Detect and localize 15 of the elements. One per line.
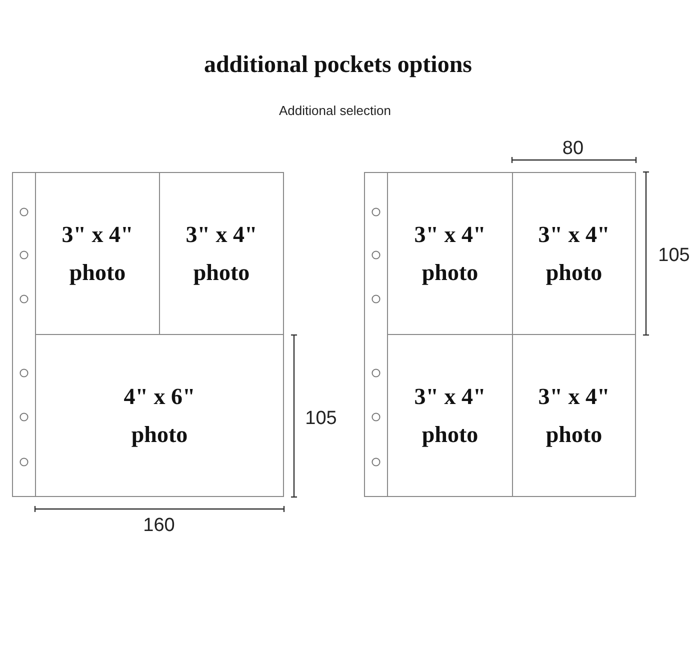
pocket-label: 3" x 4" photo bbox=[60, 220, 134, 287]
pocket-label: 3" x 4" photo bbox=[184, 220, 258, 287]
dimension-label: 160 bbox=[143, 515, 175, 537]
subtitle: Additional selection bbox=[278, 103, 392, 118]
dimension-label: 105 bbox=[305, 408, 337, 430]
pocket-label: 3" x 4" photo bbox=[537, 382, 611, 449]
dimension-label: 105 bbox=[658, 245, 690, 267]
title: additional pockets options bbox=[202, 52, 474, 79]
album-page bbox=[12, 172, 284, 497]
pocket-label: 3" x 4" photo bbox=[413, 220, 487, 287]
pocket-label: 3" x 4" photo bbox=[537, 220, 611, 287]
pocket-label: 4" x 6" photo bbox=[122, 382, 196, 449]
album-page bbox=[364, 172, 636, 497]
dimension-label: 80 bbox=[562, 138, 584, 160]
pocket-label: 3" x 4" photo bbox=[413, 382, 487, 449]
